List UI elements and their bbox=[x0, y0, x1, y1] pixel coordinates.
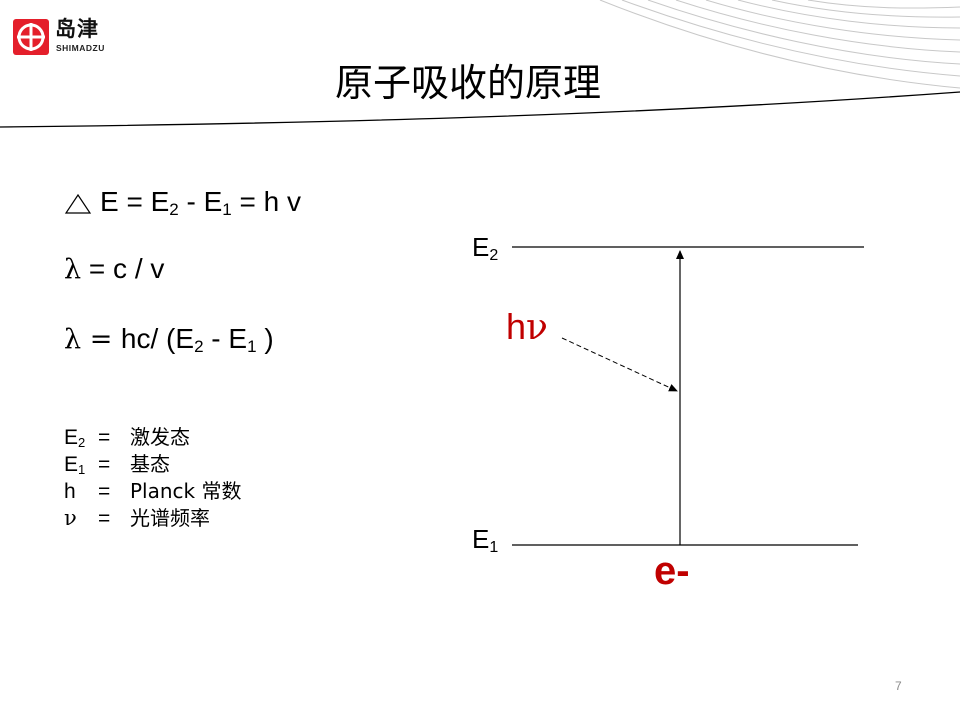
eq1-lhs: E = E bbox=[100, 186, 170, 217]
lower-level-label: E1 bbox=[472, 524, 499, 556]
eq3-equals: = bbox=[81, 324, 121, 355]
delta-triangle-icon bbox=[64, 193, 92, 214]
wavelength-equation: λ = c / v bbox=[64, 252, 164, 287]
definition-row-e1: E1 = 基态 bbox=[64, 451, 241, 478]
definition-symbol: ν bbox=[64, 506, 77, 530]
eq1-sub-a: 2 bbox=[169, 200, 179, 219]
eq3-lambda: λ bbox=[64, 324, 82, 355]
wavelength-energy-equation: λ = hc/ (E2 - E1 ) bbox=[64, 322, 274, 357]
electron-label: e- bbox=[654, 549, 690, 593]
photon-label: hν bbox=[506, 306, 548, 348]
photon-arrow bbox=[561, 337, 678, 392]
energy-difference-equation: E = E2 - E1 = h v bbox=[64, 185, 301, 219]
upper-level-label: E2 bbox=[472, 232, 499, 264]
eq1-mid: - E bbox=[178, 186, 223, 217]
definition-symbol: E1 bbox=[64, 453, 86, 477]
logo-emblem-icon bbox=[13, 19, 49, 55]
header-decoration bbox=[0, 0, 960, 128]
eq1-sub-b: 1 bbox=[222, 200, 232, 219]
eq3-sub-b: 1 bbox=[247, 337, 257, 356]
definition-equals: = bbox=[98, 480, 111, 503]
definition-equals: = bbox=[98, 507, 111, 530]
eq3-post: ) bbox=[256, 323, 274, 354]
eq2-lambda: λ bbox=[64, 254, 82, 285]
definition-equals: = bbox=[98, 453, 111, 476]
definition-value: 基态 bbox=[130, 452, 170, 476]
definition-symbol: h bbox=[64, 480, 76, 503]
definition-value: Planck 常数 bbox=[130, 479, 242, 503]
slide-title: 原子吸收的原理 bbox=[334, 61, 601, 105]
definition-row-nu: ν = 光谱频率 bbox=[64, 505, 241, 532]
definition-value: 激发态 bbox=[130, 425, 190, 449]
eq3-mid: - E bbox=[203, 323, 248, 354]
eq3-sub-a: 2 bbox=[194, 337, 204, 356]
page-number: 7 bbox=[895, 679, 902, 693]
definition-symbol: E2 bbox=[64, 426, 86, 450]
eq1-rhs: = h v bbox=[231, 186, 302, 217]
header-rule bbox=[0, 91, 960, 128]
definition-row-e2: E2 = 激发态 bbox=[64, 424, 241, 451]
logo-text-english: SHIMADZU bbox=[56, 43, 105, 53]
eq2-rest: = c / v bbox=[81, 253, 165, 284]
definition-equals: = bbox=[98, 426, 111, 449]
definition-row-h: h = Planck 常数 bbox=[64, 478, 241, 505]
definition-list: E2 = 激发态 E1 = 基态 h = Planck 常数 ν = 光谱频率 bbox=[64, 424, 241, 532]
shimadzu-logo: 岛津 SHIMADZU bbox=[13, 16, 123, 56]
eq3-pre: hc/ (E bbox=[120, 323, 195, 354]
logo-text-chinese: 岛津 bbox=[55, 17, 99, 41]
definition-value: 光谱频率 bbox=[130, 506, 210, 530]
